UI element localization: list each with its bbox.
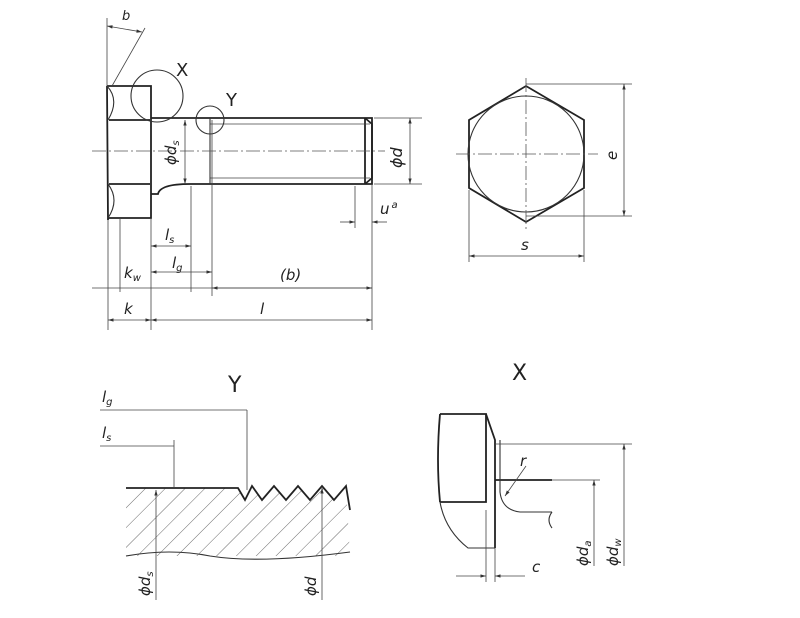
Y-label-ls: ls	[102, 424, 111, 444]
label-X-mark: X	[176, 60, 188, 81]
detail-X-shank-outline	[485, 413, 552, 548]
label-Y-mark: Y	[225, 90, 238, 111]
detail-Y-hatched-section	[126, 486, 350, 556]
label-kw: kw	[124, 264, 142, 284]
detail-X-title: X	[512, 361, 527, 386]
Y-label-phi-ds: ϕds	[136, 571, 156, 596]
label-k: k	[124, 300, 134, 318]
X-label-phi-dw: ϕdw	[604, 538, 624, 566]
label-b-top: b	[122, 9, 130, 24]
detail-Y-view: Y lg ls ϕds ϕd	[100, 373, 351, 600]
detail-Y-break-line	[125, 551, 351, 560]
label-ls: ls	[165, 226, 174, 246]
hex-end-view: e s	[456, 78, 632, 262]
label-phi-ds: ϕds	[162, 140, 182, 165]
Y-label-lg: lg	[102, 388, 113, 408]
detail-Y-title: Y	[227, 373, 242, 398]
Y-label-phi-d: ϕd	[302, 576, 320, 596]
detail-X-fillet	[499, 440, 552, 513]
X-r-leader	[504, 465, 527, 497]
X-label-phi-da: ϕda	[574, 540, 594, 566]
X-label-r: r	[520, 452, 527, 470]
detail-Y-thread-profile	[126, 483, 351, 511]
detail-X-view: X r c ϕda ϕdw	[437, 361, 632, 582]
b-dimension-line	[106, 25, 143, 33]
label-phi-d: ϕd	[387, 146, 406, 168]
bolt-shank-outline	[151, 117, 373, 195]
b-ext-right	[111, 27, 146, 87]
label-s: s	[521, 236, 529, 254]
bolt-head-outline	[106, 85, 152, 221]
detail-Y-circle	[195, 105, 225, 135]
label-e: e	[603, 151, 621, 160]
detail-X-circle	[130, 69, 184, 123]
X-label-c: c	[532, 558, 541, 576]
detail-X-break-lines	[439, 501, 553, 549]
label-lg: lg	[172, 254, 183, 274]
bolt-head-chamfer-arcs	[106, 85, 115, 219]
label-l: l	[260, 300, 265, 318]
label-b-paren: (b)	[280, 266, 301, 284]
detail-X-head-outline	[437, 413, 487, 503]
